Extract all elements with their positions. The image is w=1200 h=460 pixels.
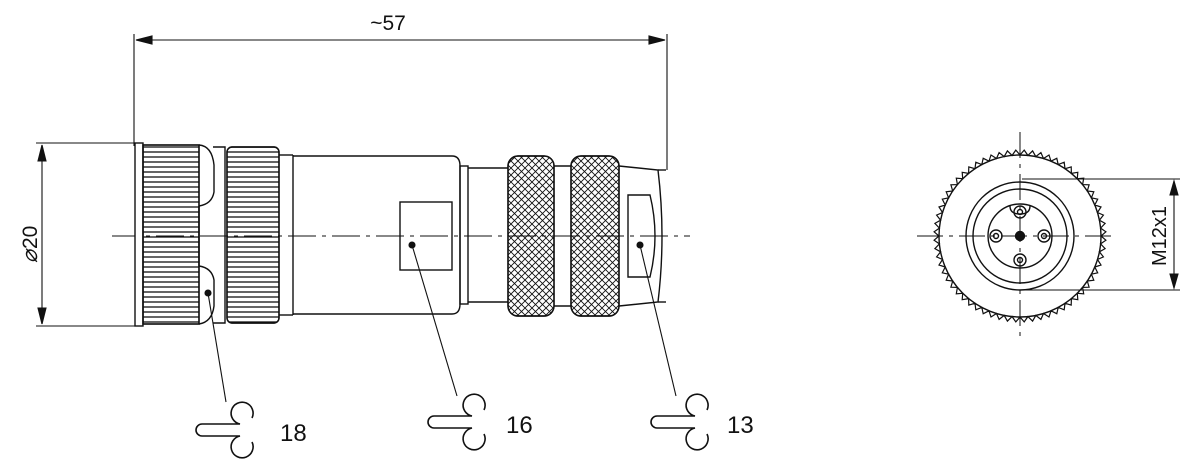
- length-dimension: [133, 34, 668, 170]
- wrench-icon: [650, 393, 709, 451]
- diameter-value: 20: [19, 226, 42, 249]
- leader-lines: [204, 241, 677, 403]
- diameter-symbol: ⌀: [17, 247, 42, 263]
- thread-label: M12x1: [1149, 206, 1171, 266]
- pin-1: [1013, 205, 1027, 219]
- length-label: ~57: [370, 12, 406, 35]
- wrench-icon: [195, 401, 254, 459]
- grip-band-left: [507, 155, 555, 317]
- pin-4: [1013, 253, 1027, 267]
- connector-side-view: [112, 142, 690, 327]
- wrench-callout-18: 18: [195, 401, 307, 459]
- coupling-nut: [134, 142, 215, 327]
- wrench-size-label: 18: [280, 420, 307, 447]
- connector-front-view: [917, 132, 1113, 338]
- diameter-dimension: [36, 142, 140, 327]
- wrench-callout-13: 13: [650, 393, 754, 451]
- knurled-rim: [933, 149, 1107, 323]
- wrench-icon: [427, 393, 486, 451]
- thread-dimension: [1022, 178, 1180, 291]
- diameter-label: ⌀ 20: [17, 226, 42, 264]
- wrench-size-label: 16: [506, 412, 533, 439]
- pin-center: [1014, 230, 1026, 242]
- knurled-nut: [213, 146, 294, 324]
- contact-pins: [989, 205, 1051, 267]
- cable-end: [618, 165, 666, 307]
- wrench-size-label: 13: [727, 412, 754, 439]
- pin-2: [989, 229, 1003, 243]
- pin-3: [1037, 229, 1051, 243]
- connector-body: [293, 155, 508, 315]
- wrench-callout-16: 16: [427, 393, 533, 451]
- grip-band-right: [570, 155, 620, 317]
